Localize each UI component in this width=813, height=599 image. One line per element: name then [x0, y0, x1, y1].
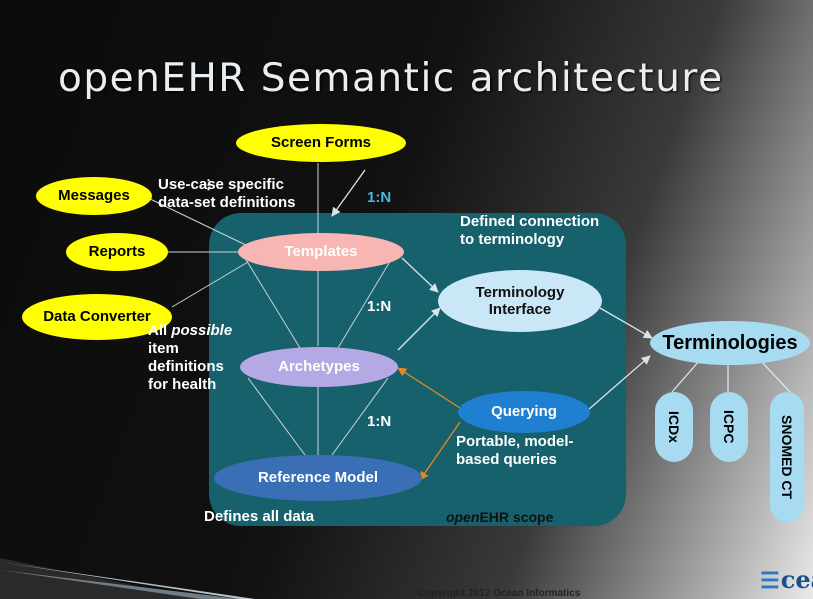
- reference-model-label: Reference Model: [257, 469, 379, 487]
- portable-queries-annotation: Portable, model- based queries: [456, 433, 574, 469]
- portable-line2: based queries: [456, 451, 557, 468]
- reference-model-node: Reference Model: [214, 455, 422, 501]
- ocean-logo: ☰cean: [760, 565, 813, 594]
- copyright-text: Copyright 2012 Ocean Informatics: [418, 588, 581, 599]
- ellipsis-mark: ⋮: [202, 177, 215, 192]
- templates-node: Templates: [238, 233, 404, 271]
- screen-forms-node: Screen Forms: [236, 124, 406, 162]
- use-case-annotation: Use-case specific data-set definitions: [158, 176, 296, 212]
- icpc-label: ICPC: [721, 410, 737, 444]
- ocean-logo-text: cean: [780, 565, 813, 594]
- defined-connection-line1: Defined connection: [460, 213, 600, 230]
- messages-node: Messages: [36, 177, 152, 215]
- reports-node: Reports: [66, 233, 168, 271]
- scope-italic: open: [446, 509, 480, 525]
- ratio-mid: 1:N: [367, 298, 392, 315]
- data-converter-node: Data Converter: [22, 294, 172, 340]
- terminology-interface-line2: Interface: [488, 301, 552, 318]
- all-possible-annotation: All possible item definitions for health: [148, 322, 232, 394]
- templates-label: Templates: [284, 243, 358, 261]
- reports-label: Reports: [88, 243, 146, 261]
- terminology-interface-node: Terminology Interface: [438, 270, 602, 332]
- arrow-screenforms-templates: [331, 169, 366, 217]
- openehr-scope-label: openEHR scope: [446, 509, 553, 525]
- terminology-icpc: ICPC: [710, 392, 748, 462]
- portable-line1: Portable, model-: [456, 433, 574, 450]
- terminologies-node: Terminologies: [650, 321, 810, 365]
- messages-label: Messages: [58, 187, 130, 205]
- use-case-line2: data-set definitions: [158, 194, 296, 211]
- scope-rest: EHR scope: [479, 509, 554, 525]
- use-case-line1: Use-case specific: [158, 176, 284, 193]
- defined-connection-line2: to terminology: [460, 231, 565, 248]
- all-possible-line4: for health: [148, 376, 217, 393]
- link-terminologies-snomed: [759, 359, 791, 393]
- terminology-icdx: ICDx: [655, 392, 693, 462]
- ratio-low: 1:N: [367, 413, 392, 430]
- icdx-label: ICDx: [666, 411, 682, 443]
- ocean-logo-icon: ☰: [760, 568, 780, 594]
- screen-forms-label: Screen Forms: [270, 134, 372, 152]
- all-possible-italic: possible: [171, 322, 233, 339]
- querying-node: Querying: [458, 391, 590, 433]
- terminology-snomed-ct: SNOMED CT: [770, 392, 804, 522]
- slide-title: openEHR Semantic architecture: [58, 56, 724, 101]
- ratio-top: 1:N: [367, 189, 392, 206]
- data-converter-label: Data Converter: [43, 308, 151, 326]
- archetypes-node: Archetypes: [240, 347, 398, 387]
- all-possible-line1: All possible: [148, 322, 232, 340]
- link-terminologies-icdx: [671, 359, 701, 393]
- archetypes-label: Archetypes: [278, 358, 360, 376]
- terminologies-label: Terminologies: [662, 331, 798, 354]
- all-possible-prefix: All: [148, 322, 168, 339]
- querying-label: Querying: [491, 403, 557, 421]
- all-possible-line3: definitions: [148, 358, 224, 375]
- defined-connection-annotation: Defined connection to terminology: [460, 213, 599, 249]
- snomed-ct-label: SNOMED CT: [779, 415, 795, 499]
- terminology-interface-line1: Terminology: [475, 283, 565, 301]
- footer-swoosh: [0, 558, 255, 599]
- defines-all-data-annotation: Defines all data: [204, 508, 315, 525]
- all-possible-line2: item: [148, 340, 179, 357]
